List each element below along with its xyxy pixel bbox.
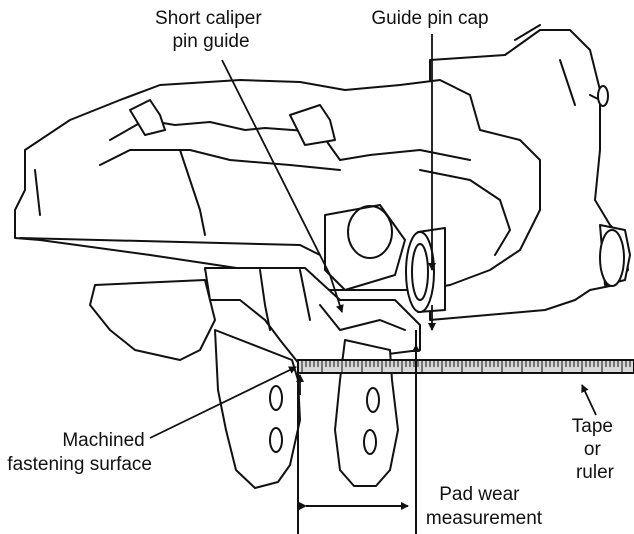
arrow-tape-or-ruler xyxy=(581,384,597,416)
leader-arrows xyxy=(149,34,597,439)
arrow-short-caliper-pin-guide xyxy=(221,59,344,313)
label-machined-fastening-surface: Machined fastening surface xyxy=(7,430,152,475)
label-tape-or-ruler: Tape or ruler xyxy=(572,416,618,483)
label-pad-wear-measurement: Pad wear measurement xyxy=(426,484,543,529)
label-short-caliper-pin-guide: Short caliper pin guide xyxy=(155,8,267,52)
bracket-legs xyxy=(214,329,399,489)
arrow-machined-fastening-surface xyxy=(149,366,297,439)
caliper-illustration xyxy=(14,24,631,366)
label-guide-pin-cap: Guide pin cap xyxy=(371,8,488,29)
tape-ruler xyxy=(297,359,634,374)
